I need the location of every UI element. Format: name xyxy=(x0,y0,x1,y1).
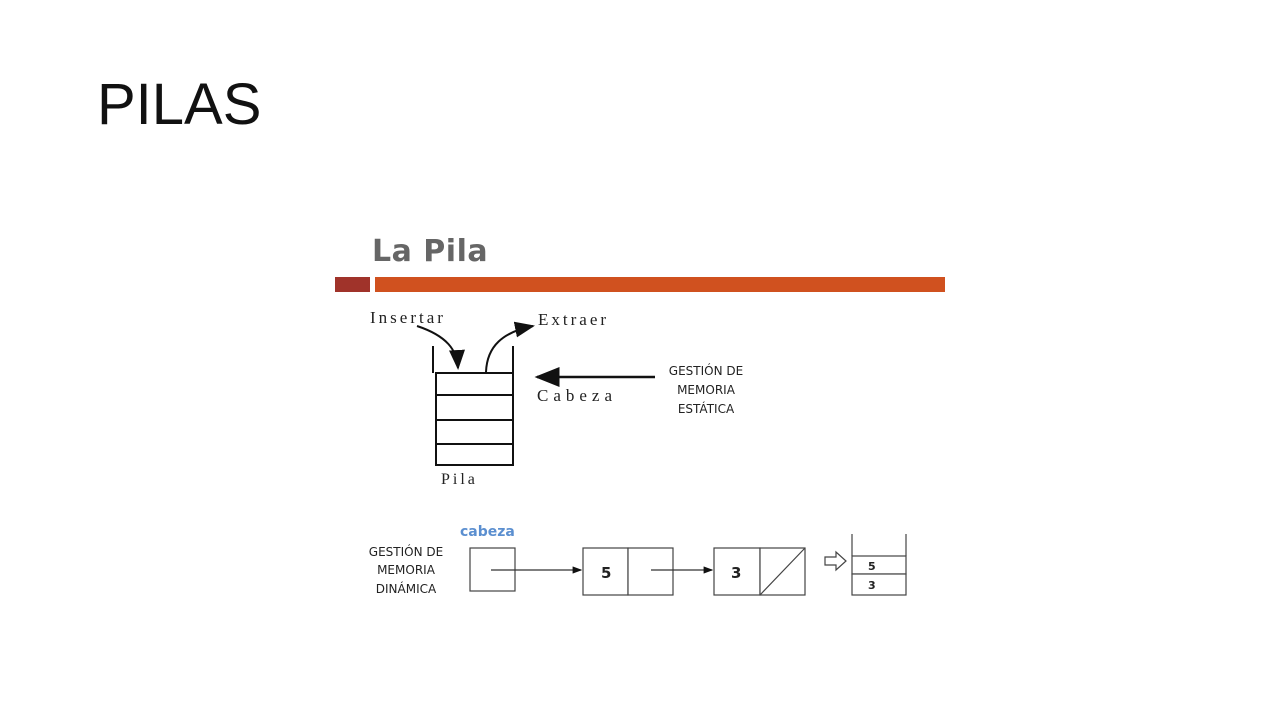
dynamic-note-line: GESTIÓN DE xyxy=(369,544,443,559)
node-pointer-cell xyxy=(627,547,674,596)
insert-arrow xyxy=(416,325,465,370)
static-stack: Insertar Extraer Pila Cabeza GESTIÓN DE … xyxy=(370,308,743,488)
stack-slot xyxy=(435,443,514,466)
dynamic-note-line: DINÁMICA xyxy=(376,581,437,596)
stack-slot xyxy=(435,394,514,421)
node-value: 3 xyxy=(731,564,741,582)
slide-title: PILAS xyxy=(97,72,262,137)
dynamic-stack: cabeza GESTIÓN DE MEMORIA DINÁMICA 5 3 5… xyxy=(369,524,907,596)
static-note-line: GESTIÓN DE xyxy=(669,363,743,378)
stack-label: Pila xyxy=(441,471,478,488)
stack-diagram: Insertar Extraer Pila Cabeza GESTIÓN DE … xyxy=(369,308,907,596)
heading-bar-dark xyxy=(335,277,370,292)
result-stack-value: 5 xyxy=(868,560,876,573)
stack-slot xyxy=(435,419,514,445)
static-note-line: ESTÁTICA xyxy=(678,401,735,416)
dynamic-note-line: MEMORIA xyxy=(377,563,436,577)
insert-label: Insertar xyxy=(370,308,446,327)
heading-bar-orange xyxy=(375,277,945,292)
node-value: 5 xyxy=(601,564,611,582)
figure-heading: La Pila xyxy=(372,234,489,269)
static-note-line: MEMORIA xyxy=(677,383,736,397)
extract-label: Extraer xyxy=(538,310,609,329)
result-stack-cell xyxy=(851,555,907,575)
null-pointer-slash xyxy=(759,547,806,596)
extract-arrow xyxy=(485,321,535,373)
stack-figure: La Pila Insertar Extraer Pila C xyxy=(335,228,947,608)
stack-slot xyxy=(435,372,514,396)
node-value-cell xyxy=(713,547,761,596)
result-stack-cell xyxy=(851,573,907,596)
dynamic-head-label: cabeza xyxy=(460,524,515,540)
result-stack-value: 3 xyxy=(868,579,876,592)
head-label: Cabeza xyxy=(537,386,617,405)
hollow-arrow-icon xyxy=(824,550,847,572)
